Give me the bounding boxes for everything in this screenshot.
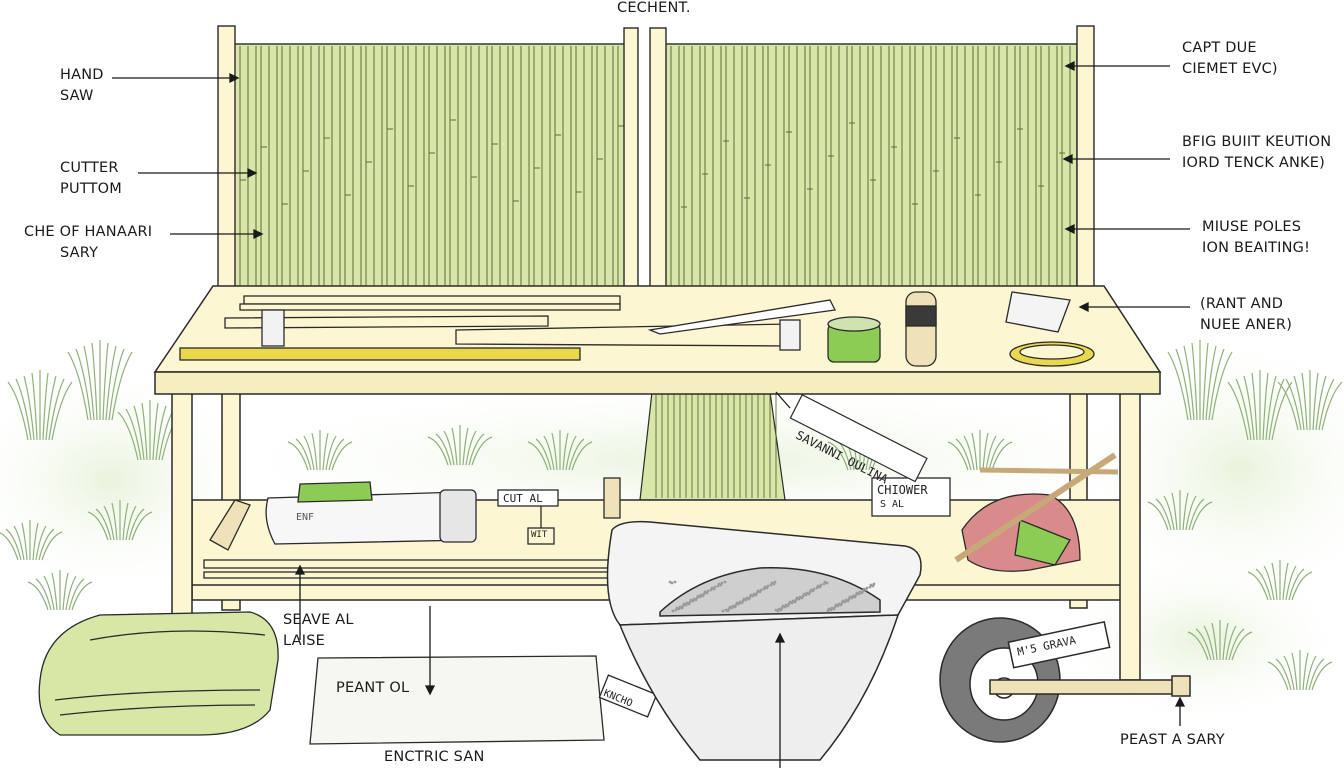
callout-che-of-hanaari: CHE OF HANAARI SARY bbox=[24, 222, 152, 264]
tag-chiower-sub-text: S AL bbox=[880, 499, 905, 510]
power-tool-text: ENF bbox=[296, 512, 315, 523]
callout-lines bbox=[112, 60, 1190, 768]
tag-grava bbox=[1007, 620, 1111, 669]
diagonal-sign bbox=[789, 394, 928, 483]
callout-capt-line2: CIEMET EVC) bbox=[1182, 61, 1278, 77]
callout-enctric-san: ENCTRIC SAN bbox=[384, 749, 485, 765]
power-tool bbox=[265, 491, 471, 545]
tag-cut-al-text: CUT AL bbox=[503, 492, 543, 505]
callout-bfig-built: BFIG BUIIT KEUTION IORD TENCK ANKE) bbox=[1182, 132, 1331, 174]
callout-peast-a-sary: PEAST A SARY bbox=[1120, 732, 1225, 748]
callout-bfig-line1: BFIG BUIIT KEUTION bbox=[1182, 134, 1332, 150]
hammer-handle bbox=[224, 315, 549, 329]
callout-che-line1: CHE OF HANAARI bbox=[24, 224, 153, 240]
callout-bfig-line2: IORD TENCK ANKE) bbox=[1182, 155, 1325, 171]
callout-capt-line1: CAPT DUE bbox=[1182, 40, 1257, 56]
tag-chiower bbox=[871, 477, 951, 517]
callout-che-line2: SARY bbox=[60, 245, 99, 261]
saw-blade bbox=[647, 299, 836, 335]
wheel-assembly bbox=[939, 617, 1191, 743]
shelf-items bbox=[203, 452, 1119, 579]
callout-seave-line1: SEAVE AL bbox=[283, 612, 354, 628]
callout-seave-line2: LAISE bbox=[283, 633, 325, 649]
callout-hand-saw-line1: HAND bbox=[60, 67, 104, 83]
tag-wit-text: WIT bbox=[531, 530, 548, 540]
wood-sticks bbox=[209, 499, 251, 551]
shelf-pole bbox=[203, 559, 615, 569]
grass-tufts bbox=[0, 340, 1343, 691]
callout-peant-ol: PEANT OL bbox=[336, 680, 410, 696]
callout-rant-and: (RANT AND NUEE ANER) bbox=[1200, 294, 1292, 336]
diagram-title: CECHENT. bbox=[617, 0, 691, 16]
bamboo-screen bbox=[217, 25, 1095, 295]
tabletop-tools bbox=[179, 291, 1095, 367]
bamboo-bundle bbox=[639, 391, 786, 501]
mallet bbox=[905, 291, 937, 367]
plank-tool bbox=[243, 295, 621, 305]
callout-miuse-line2: ION BEAITING! bbox=[1202, 240, 1311, 256]
callout-cutter-puttom: CUTTER PUTTOM bbox=[60, 158, 122, 200]
callout-miuse-poles: MIUSE POLES ION BEAITING! bbox=[1202, 217, 1310, 259]
tag-kncho bbox=[598, 674, 658, 718]
callout-miuse-line1: MIUSE POLES bbox=[1202, 219, 1302, 235]
callout-cutter-line1: CUTTER bbox=[60, 160, 119, 176]
rolled-mat bbox=[38, 611, 279, 736]
callout-hand-saw-line2: SAW bbox=[60, 88, 94, 104]
tag-chiower-text: CHIOWER bbox=[877, 483, 928, 497]
callout-hand-saw: HAND SAW bbox=[60, 65, 104, 107]
wheelbarrow bbox=[606, 520, 922, 761]
gravel-load bbox=[659, 567, 881, 617]
level-ruler bbox=[179, 347, 581, 361]
callout-cutter-line2: PUTTOM bbox=[60, 181, 122, 197]
callout-seave-al: SEAVE AL LAISE bbox=[283, 610, 354, 652]
hammer-head bbox=[261, 309, 285, 347]
tag-cut-al bbox=[497, 489, 559, 507]
callout-rant-line2: NUEE ANER) bbox=[1200, 317, 1293, 333]
stone-slab bbox=[309, 655, 658, 745]
label-card bbox=[1005, 291, 1071, 333]
callout-capt-due: CAPT DUE CIEMET EVC) bbox=[1182, 38, 1278, 80]
callout-rant-line1: (RANT AND bbox=[1200, 296, 1284, 312]
